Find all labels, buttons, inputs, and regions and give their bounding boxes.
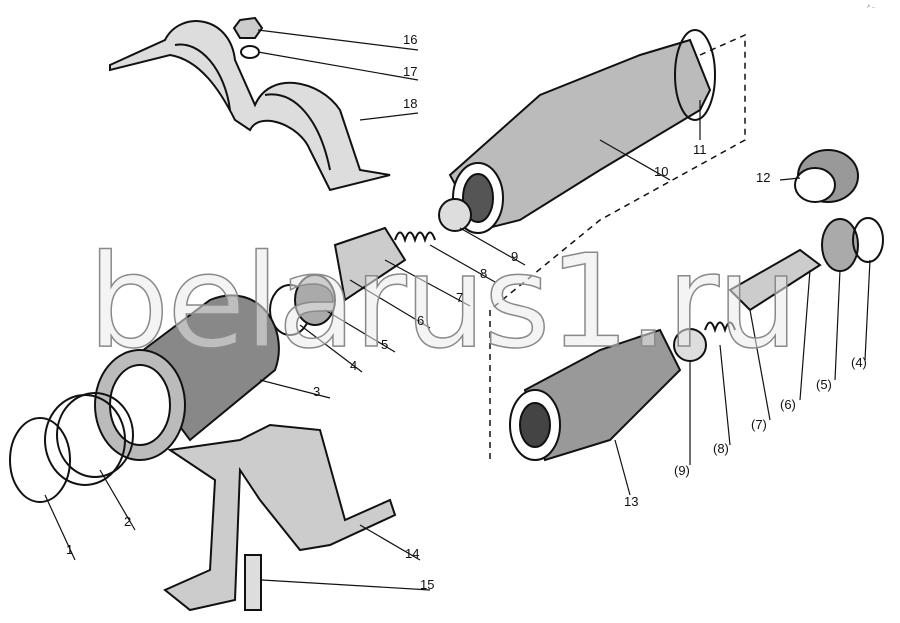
part-18-clamp-bracket bbox=[109, 20, 391, 192]
part-17-washer bbox=[240, 45, 260, 59]
assembly-dashed-line bbox=[489, 33, 746, 460]
label-15: 15 bbox=[420, 577, 435, 592]
part-13-body bbox=[509, 328, 682, 462]
label-13: 13 bbox=[624, 494, 639, 509]
label-4: 4 bbox=[350, 358, 358, 373]
label-12: 12 bbox=[756, 170, 771, 185]
part-11-ring bbox=[674, 29, 716, 121]
label-10: 10 bbox=[654, 164, 669, 179]
leader-lines bbox=[44, 29, 871, 591]
label-p6: (6) bbox=[780, 397, 796, 412]
label-6: 6 bbox=[417, 313, 425, 328]
part-10-housing bbox=[448, 38, 712, 234]
label-p9: (9) bbox=[674, 463, 690, 478]
label-16: 16 bbox=[403, 32, 418, 47]
part-14-bracket bbox=[163, 423, 397, 612]
label-7: 7 bbox=[456, 290, 464, 305]
label-8: 8 bbox=[480, 266, 488, 281]
part-3-cylinder bbox=[94, 294, 280, 461]
part-9-ball bbox=[438, 198, 472, 232]
part-7-plate-alt bbox=[728, 248, 822, 312]
part-4-5-rings bbox=[269, 274, 336, 336]
part-12-cap bbox=[794, 149, 859, 203]
label-5: 5 bbox=[381, 337, 389, 352]
part-16-nut bbox=[232, 16, 264, 39]
part-8-spring-alt bbox=[704, 321, 736, 334]
part-8-spring bbox=[394, 231, 436, 244]
part-4-ring-alt bbox=[852, 217, 884, 263]
label-2: 2 bbox=[124, 514, 132, 529]
part-15-bolt bbox=[244, 554, 262, 611]
label-18: 18 bbox=[403, 96, 418, 111]
label-14: 14 bbox=[405, 546, 420, 561]
label-p5: (5) bbox=[816, 377, 832, 392]
label-17: 17 bbox=[403, 64, 418, 79]
part-2-spring bbox=[44, 392, 134, 486]
label-p4: (4) bbox=[851, 355, 867, 370]
label-9: 9 bbox=[511, 249, 519, 264]
watermark: belarus1.ru bbox=[87, 227, 799, 378]
label-1: 1 bbox=[66, 542, 74, 557]
label-11: 11 bbox=[693, 142, 707, 157]
label-3: 3 bbox=[313, 384, 321, 399]
label-p7: (7) bbox=[751, 417, 767, 432]
part-1-ring bbox=[9, 417, 71, 503]
corner-note: ↗ ... bbox=[866, 4, 876, 10]
label-p8: (8) bbox=[713, 441, 729, 456]
